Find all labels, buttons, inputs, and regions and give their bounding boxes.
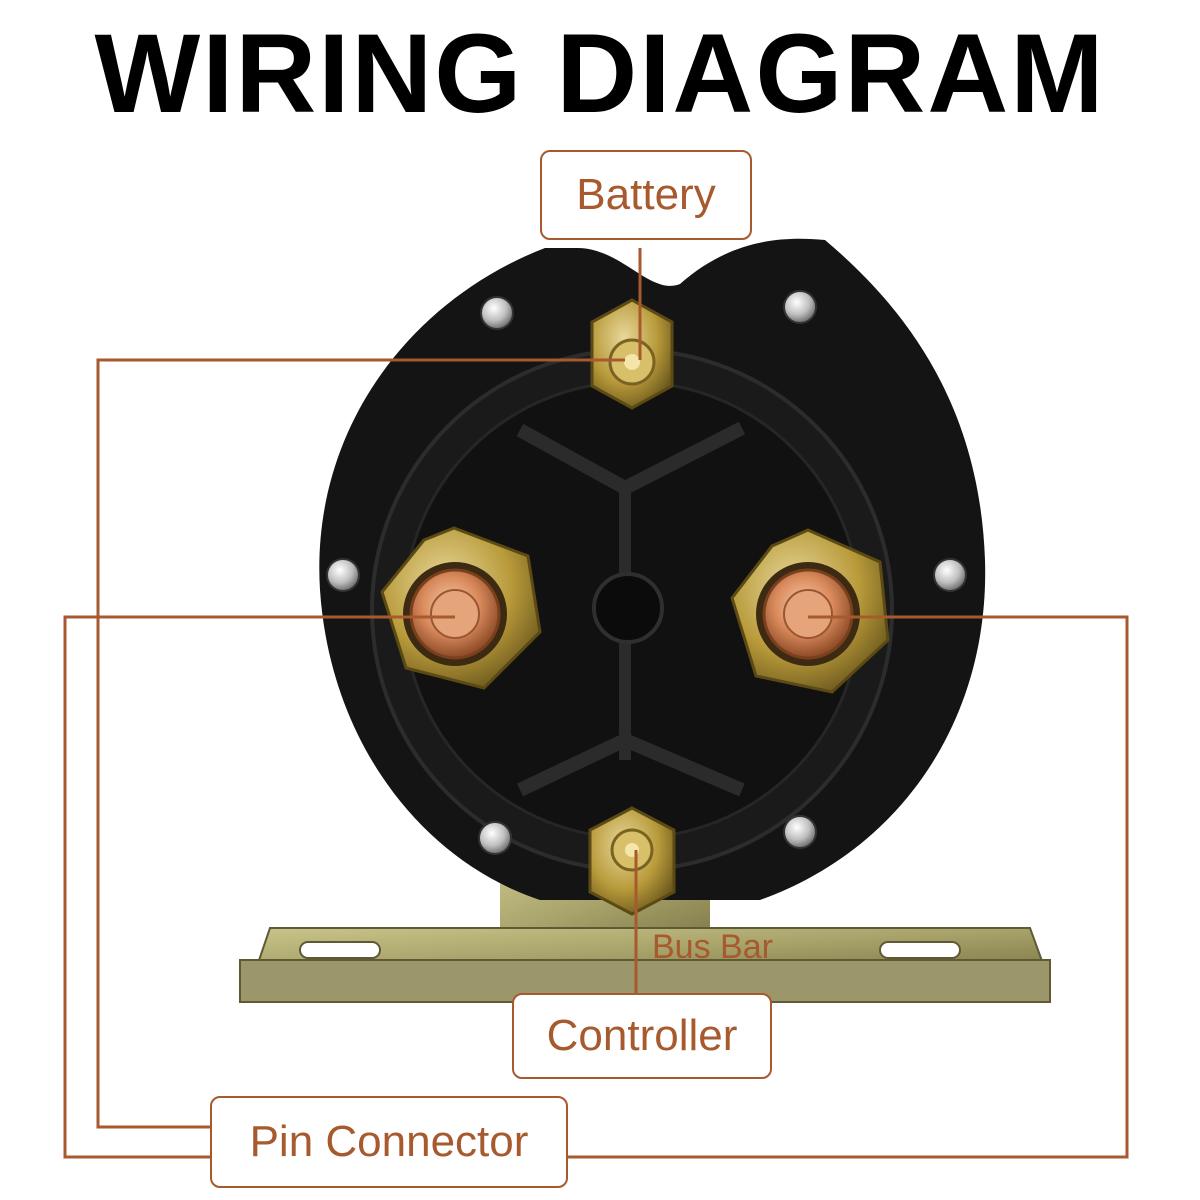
screw xyxy=(783,815,817,849)
screw xyxy=(480,296,514,330)
housing-screws xyxy=(326,290,967,855)
solenoid-housing xyxy=(319,238,986,901)
right-main-stud xyxy=(730,528,890,694)
battery-label: Battery xyxy=(540,150,752,240)
left-main-stud xyxy=(380,526,542,690)
controller-label: Controller xyxy=(512,993,772,1079)
screw xyxy=(933,558,967,592)
bracket-slot xyxy=(299,941,381,959)
bus-bar-label: Bus Bar xyxy=(652,928,773,966)
page-title: WIRING DIAGRAM xyxy=(94,11,1106,136)
wiring-lines xyxy=(63,248,1129,1159)
pin-connector-lead-upper xyxy=(96,358,625,1129)
screw xyxy=(783,290,817,324)
pin-connector-label: Pin Connector xyxy=(210,1096,568,1188)
screw xyxy=(478,821,512,855)
pin-connector-lead-lower xyxy=(63,615,1129,1159)
bracket-slot xyxy=(879,941,961,959)
controller-terminal xyxy=(588,806,676,916)
screw xyxy=(326,558,360,592)
battery-terminal xyxy=(590,298,674,410)
